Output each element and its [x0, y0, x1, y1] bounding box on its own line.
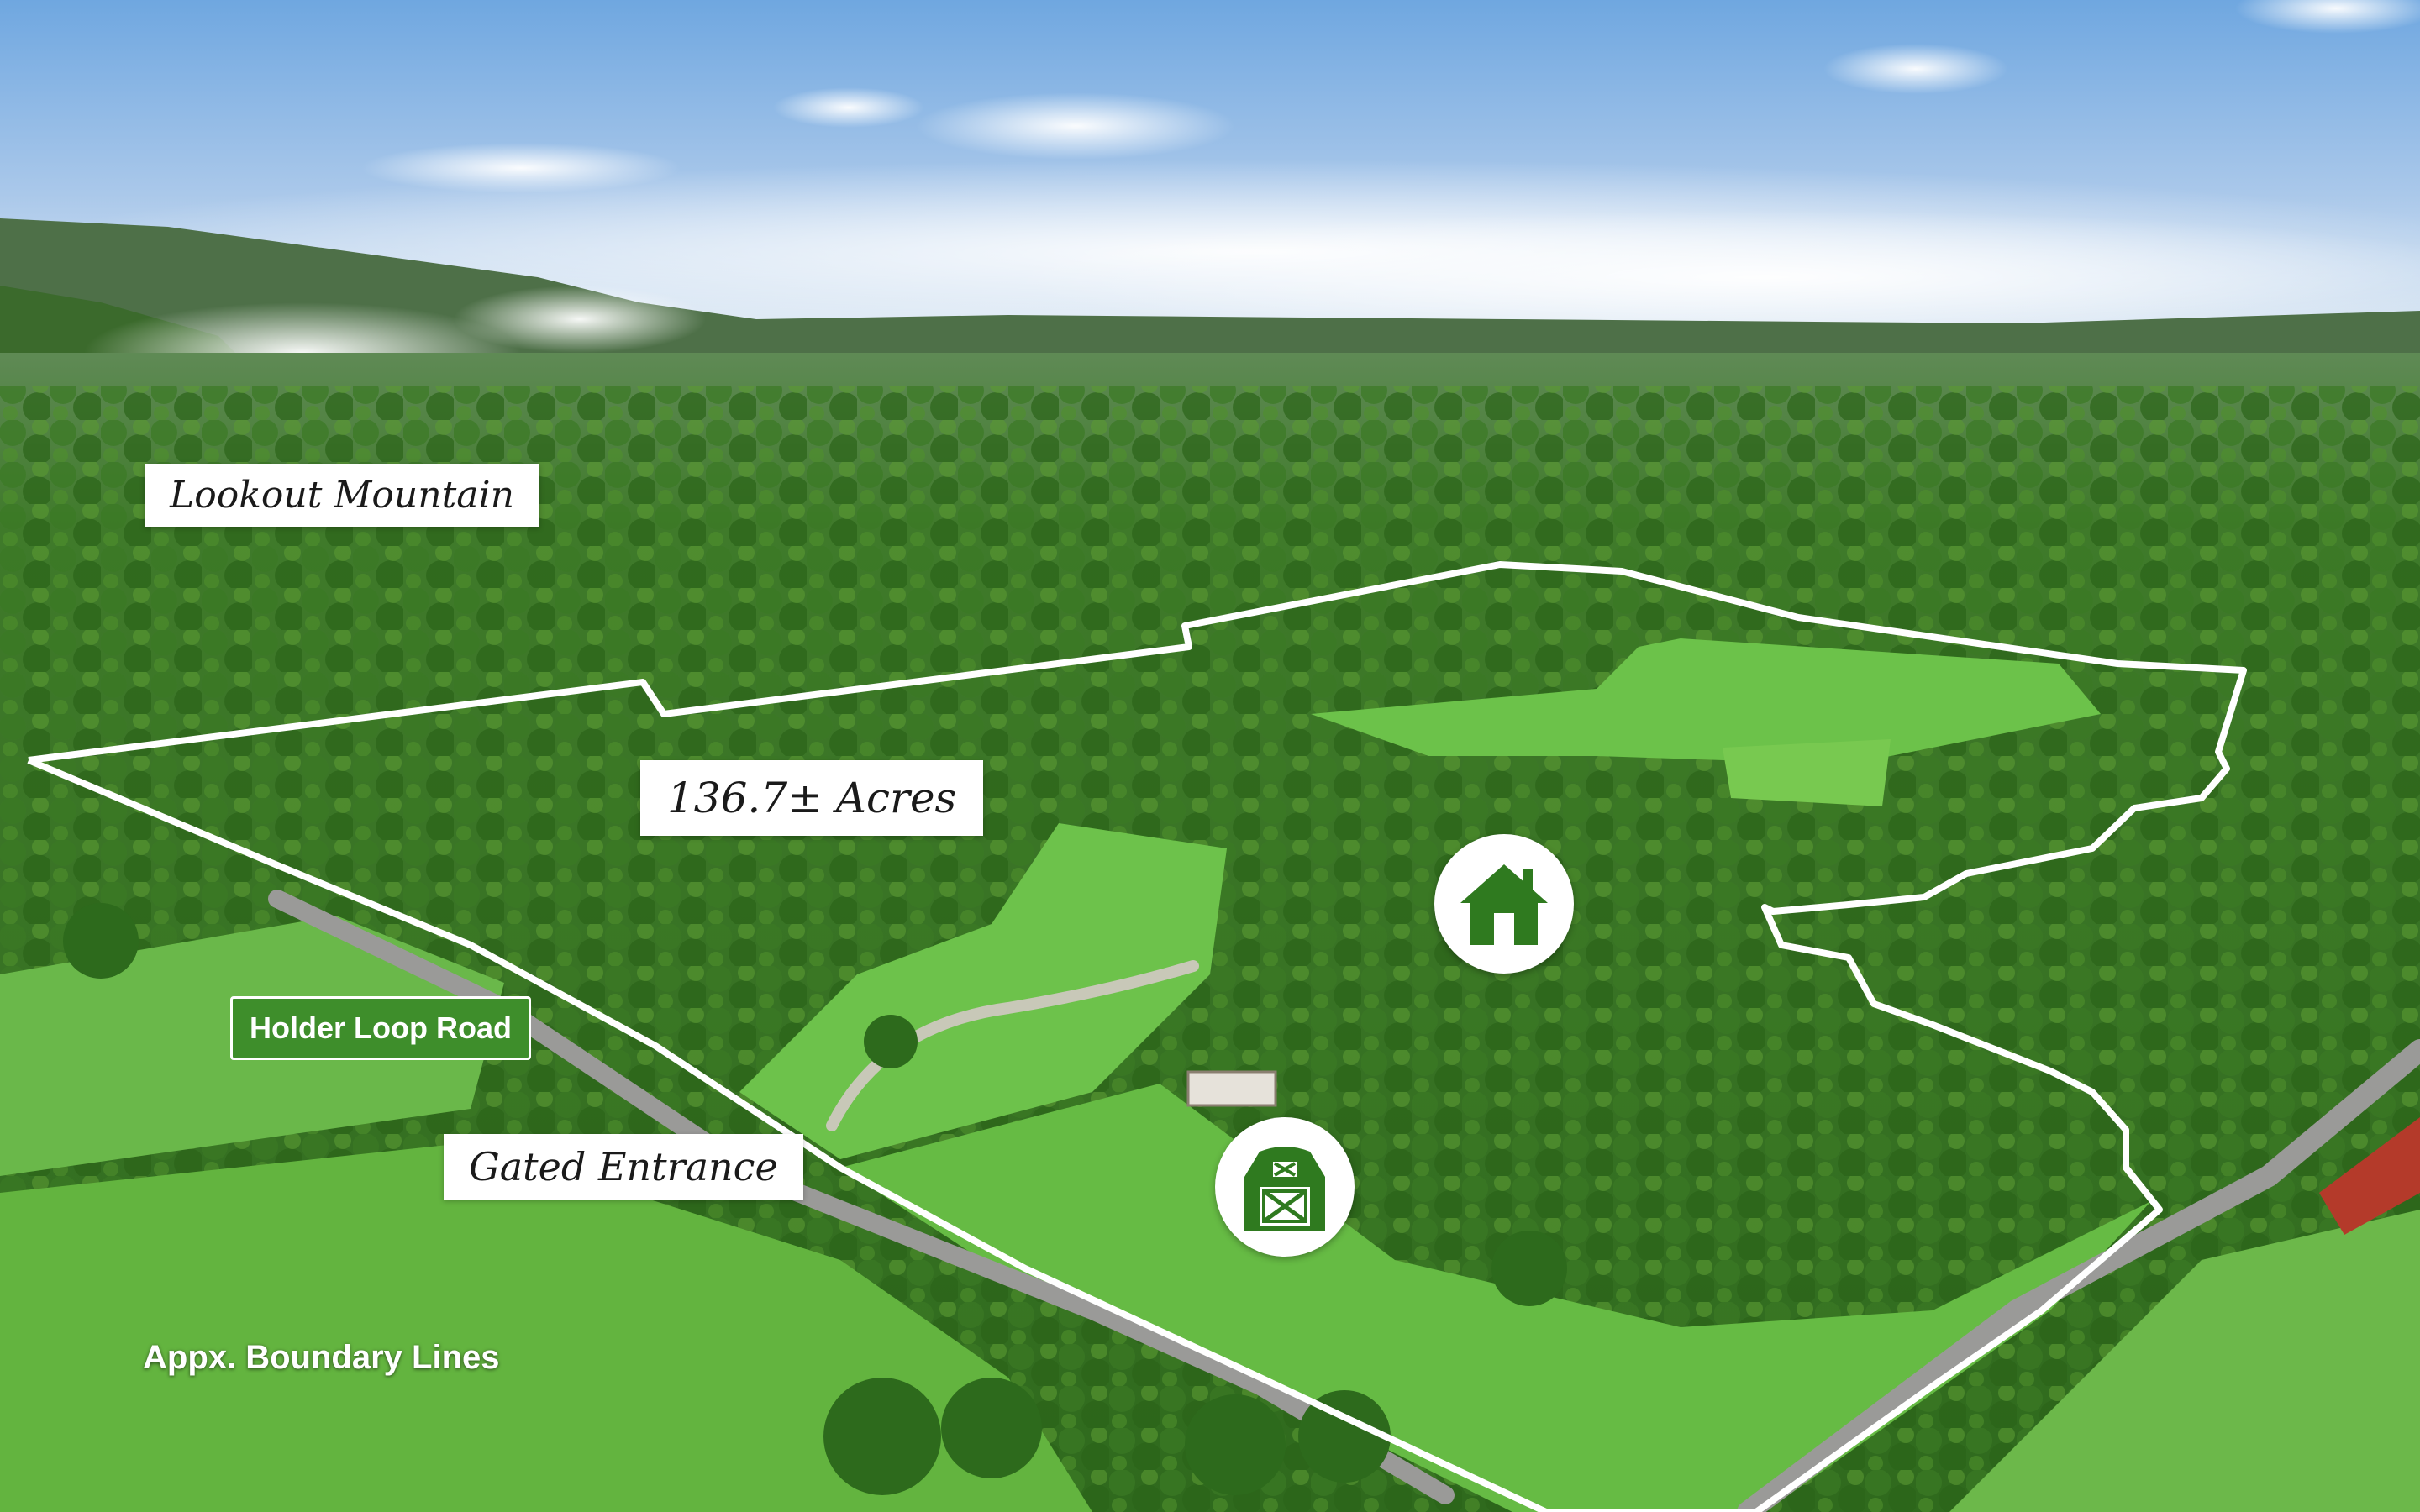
- barn-marker: [1215, 1117, 1355, 1257]
- gated-entrance-label: Gated Entrance: [444, 1134, 803, 1200]
- barn-building: [1186, 1070, 1277, 1107]
- tree-clumps: [63, 903, 1567, 1495]
- acreage-label: 136.7± Acres: [640, 760, 984, 836]
- property-boundary-line: [27, 561, 2247, 1512]
- boundary-note-label: Appx. Boundary Lines: [143, 1339, 500, 1376]
- holder-loop-road-label: Holder Loop Road: [230, 996, 531, 1060]
- roads: [268, 890, 2420, 1512]
- neighbor-barn: [2319, 1117, 2420, 1235]
- house-marker: [1434, 834, 1574, 974]
- mountain-mist-2: [454, 286, 706, 353]
- house-icon: [1460, 864, 1548, 945]
- barn-icon: [1244, 1147, 1325, 1231]
- lookout-mountain-label: Lookout Mountain: [145, 464, 539, 527]
